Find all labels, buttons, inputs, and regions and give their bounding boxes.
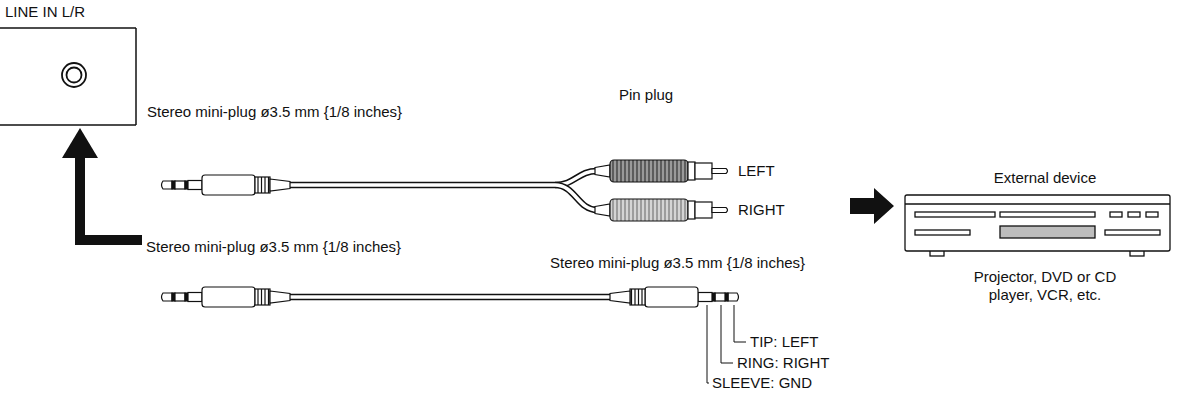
node-heading: External device — [965, 169, 1125, 187]
stereo-mini-plug — [162, 287, 291, 307]
pin-plug — [595, 199, 728, 221]
stereo-mini-plug — [162, 175, 291, 195]
dvd-player-symbol — [905, 195, 1170, 256]
cable-core — [288, 171, 597, 185]
insert-arrow — [62, 128, 142, 240]
jack-panel-box: LINE IN L/R — [0, 0, 140, 128]
cable-core — [288, 295, 612, 299]
external-device-box: External deviceProjector, DVD or CD play… — [965, 166, 1127, 316]
pin-label: SLEEVE: GND — [712, 374, 812, 392]
jack-panel — [0, 28, 136, 125]
node-heading: LINE IN L/R — [5, 3, 85, 21]
cable — [288, 171, 597, 185]
pin-plug — [595, 160, 728, 182]
cable — [555, 185, 597, 210]
leader-lines — [707, 305, 746, 383]
part-label: Pin plug — [619, 86, 673, 104]
channel-label: RIGHT — [738, 201, 785, 219]
stereo-mini-plug — [610, 287, 739, 307]
plug-label: Stereo mini-plug ø3.5 mm {1/8 inches} — [550, 254, 805, 272]
cable-core — [555, 185, 597, 210]
cable — [288, 294, 612, 301]
device-arrow — [850, 188, 894, 224]
plug-label: Stereo mini-plug ø3.5 mm {1/8 inches} — [147, 103, 402, 121]
node-description: Projector, DVD or CD player, VCR, etc. — [965, 268, 1125, 304]
pin-label: TIP: LEFT — [750, 333, 818, 351]
plug-label: Stereo mini-plug ø3.5 mm {1/8 inches} — [146, 238, 401, 256]
channel-label: LEFT — [738, 162, 775, 180]
pin-label: RING: RIGHT — [737, 354, 830, 372]
cables — [162, 160, 739, 307]
